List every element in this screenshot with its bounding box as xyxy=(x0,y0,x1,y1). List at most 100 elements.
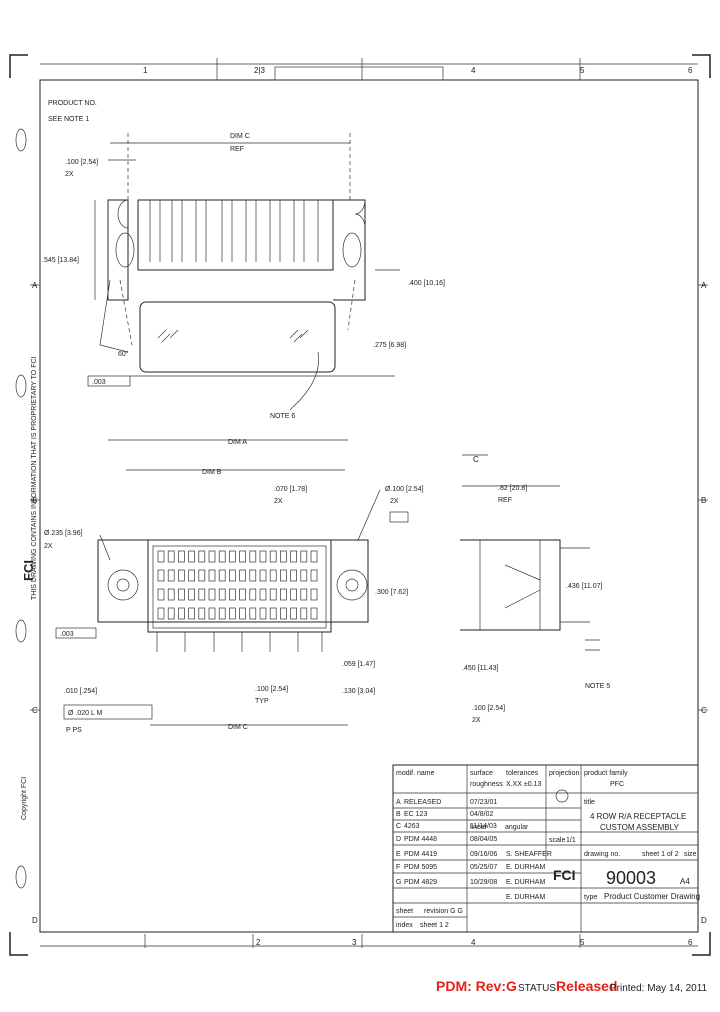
scale-label: scale xyxy=(549,837,565,844)
zone-top-4: 4 xyxy=(471,66,476,75)
contact-cavity xyxy=(229,588,236,601)
contact-cavity xyxy=(229,569,236,582)
two-x-070: 2X xyxy=(274,498,283,505)
revision-date: 05/25/07 xyxy=(470,864,497,871)
contact-cavity xyxy=(178,569,185,582)
projection-label: projection xyxy=(549,770,579,777)
revision-text: PDM 4829 xyxy=(404,879,437,886)
zone-left-a: A xyxy=(32,281,38,290)
zone-top-6: 6 xyxy=(688,66,693,75)
contact-cavity xyxy=(198,550,206,563)
flatness-b-label: .003 xyxy=(60,631,74,638)
contact-cavity xyxy=(157,550,165,563)
pitch-100b-label: .100 [2.54] xyxy=(472,705,505,712)
product-family-value: PFC xyxy=(610,781,624,788)
two-x-label: 2X xyxy=(65,171,74,178)
contact-cavity xyxy=(290,550,297,563)
drawing-frame xyxy=(39,79,699,933)
contact-cavity xyxy=(259,588,267,601)
contact-cavity xyxy=(157,569,165,582)
contact-cavity xyxy=(310,607,318,620)
product-family-label: product family xyxy=(584,770,628,777)
contact-cavity xyxy=(229,607,236,620)
zone-top-2: 2|3 xyxy=(254,66,266,75)
title-label: title xyxy=(584,799,595,806)
contact-cavity xyxy=(290,607,297,620)
revision-date: 08/04/05 xyxy=(470,836,497,843)
note-6-label: NOTE 6 xyxy=(270,413,295,420)
index-label: index xyxy=(396,922,413,929)
rev-header: modif. name xyxy=(396,770,435,777)
printed-date: Printed: May 14, 2011 xyxy=(610,983,708,994)
fci-logo-vertical: FCI xyxy=(21,560,36,581)
revision-text: 4263 xyxy=(404,823,420,830)
sheet-revision-label: sheet xyxy=(396,908,413,915)
typ-label: TYP xyxy=(255,698,269,705)
contact-cavity xyxy=(259,607,267,620)
contact-cavity xyxy=(208,588,216,601)
revision-date: 07/23/01 xyxy=(470,799,497,806)
tol-values: X.XX ±0.13 xyxy=(506,781,541,788)
contact-cavity xyxy=(188,607,195,620)
top-view: PRODUCT NO. SEE NOTE 1 DIM C REF .100 [2… xyxy=(42,100,445,420)
zone-bottom-4: 4 xyxy=(471,938,476,947)
revision-rev: F xyxy=(396,864,400,871)
type-value: Product Customer Drawing xyxy=(604,892,700,901)
contact-cavity xyxy=(239,569,246,582)
contact-cavity xyxy=(167,550,175,563)
corner-marks xyxy=(9,54,711,956)
revision-rev: B xyxy=(396,811,401,818)
height-275-label: .275 [6.98] xyxy=(373,342,406,349)
two-x-b-label: 2X xyxy=(472,717,481,724)
linear-label: linear xyxy=(470,824,488,831)
revision-text: PDM 5095 xyxy=(404,864,437,871)
contact-cavity xyxy=(198,588,206,601)
depth-450-label: .450 [11.43] xyxy=(462,665,499,672)
ref-label: REF xyxy=(230,146,244,153)
surface-label: surface xyxy=(470,770,493,777)
contact-cavity xyxy=(218,588,226,601)
contact-cavity xyxy=(269,607,277,620)
zone-left-d: D xyxy=(32,916,38,925)
sheet-label: sheet 1 of 2 xyxy=(642,851,679,858)
width-130-label: .130 [3.04] xyxy=(342,688,375,695)
contact-cavity xyxy=(259,550,267,563)
contact-cavity xyxy=(249,588,257,601)
scale-value: 1/1 xyxy=(566,837,576,844)
contact-cavity xyxy=(218,569,226,582)
revision-rev: G xyxy=(396,879,401,886)
zone-right-c: C xyxy=(701,706,707,715)
type-label: type xyxy=(584,894,597,901)
contact-cavity xyxy=(218,550,226,563)
approver-name: E. DURHAM xyxy=(506,894,545,901)
contact-cavity xyxy=(167,588,175,601)
contact-cavity xyxy=(300,607,308,620)
side-view: C .82 [20.8] REF .436 [11.07] .450 [11.4… xyxy=(460,454,610,724)
zone-bottom-6: 6 xyxy=(688,938,693,947)
contact-cavity xyxy=(188,588,195,601)
contact-cavity xyxy=(300,569,308,582)
size-value: A4 xyxy=(680,877,690,886)
title-line2: CUSTOM ASSEMBLY xyxy=(600,823,680,832)
contact-cavity xyxy=(269,588,277,601)
dim-82-label: .82 [20.8] xyxy=(498,485,527,492)
zone-right-a: A xyxy=(701,281,707,290)
contact-cavity xyxy=(290,569,297,582)
dim-b-label: DIM B xyxy=(202,469,222,476)
sheet-revision-values: revision G G xyxy=(424,908,463,915)
contact-cavity xyxy=(310,588,318,601)
flatness-label: .003 xyxy=(92,379,106,386)
contact-cavity xyxy=(249,550,257,563)
contact-cavity xyxy=(249,569,257,582)
width-300-label: .300 [7.62] xyxy=(375,589,408,596)
contact-cavity xyxy=(290,588,297,601)
dim-c-label: DIM C xyxy=(230,133,250,140)
contact-cavity xyxy=(280,569,287,582)
hole-235-label: Ø.235 [3.96] xyxy=(44,530,83,537)
front-view: DIM A DIM B .070 [1.78] 2X Ø.100 [2.54] … xyxy=(44,439,424,734)
title-block: modif. name surface roughness tolerances… xyxy=(392,764,700,933)
side-proprietary-text: THIS DRAWING CONTAINS INFORMATION THAT I… xyxy=(31,356,38,600)
pitch-100-typ-label: .100 [2.54] xyxy=(255,686,288,693)
